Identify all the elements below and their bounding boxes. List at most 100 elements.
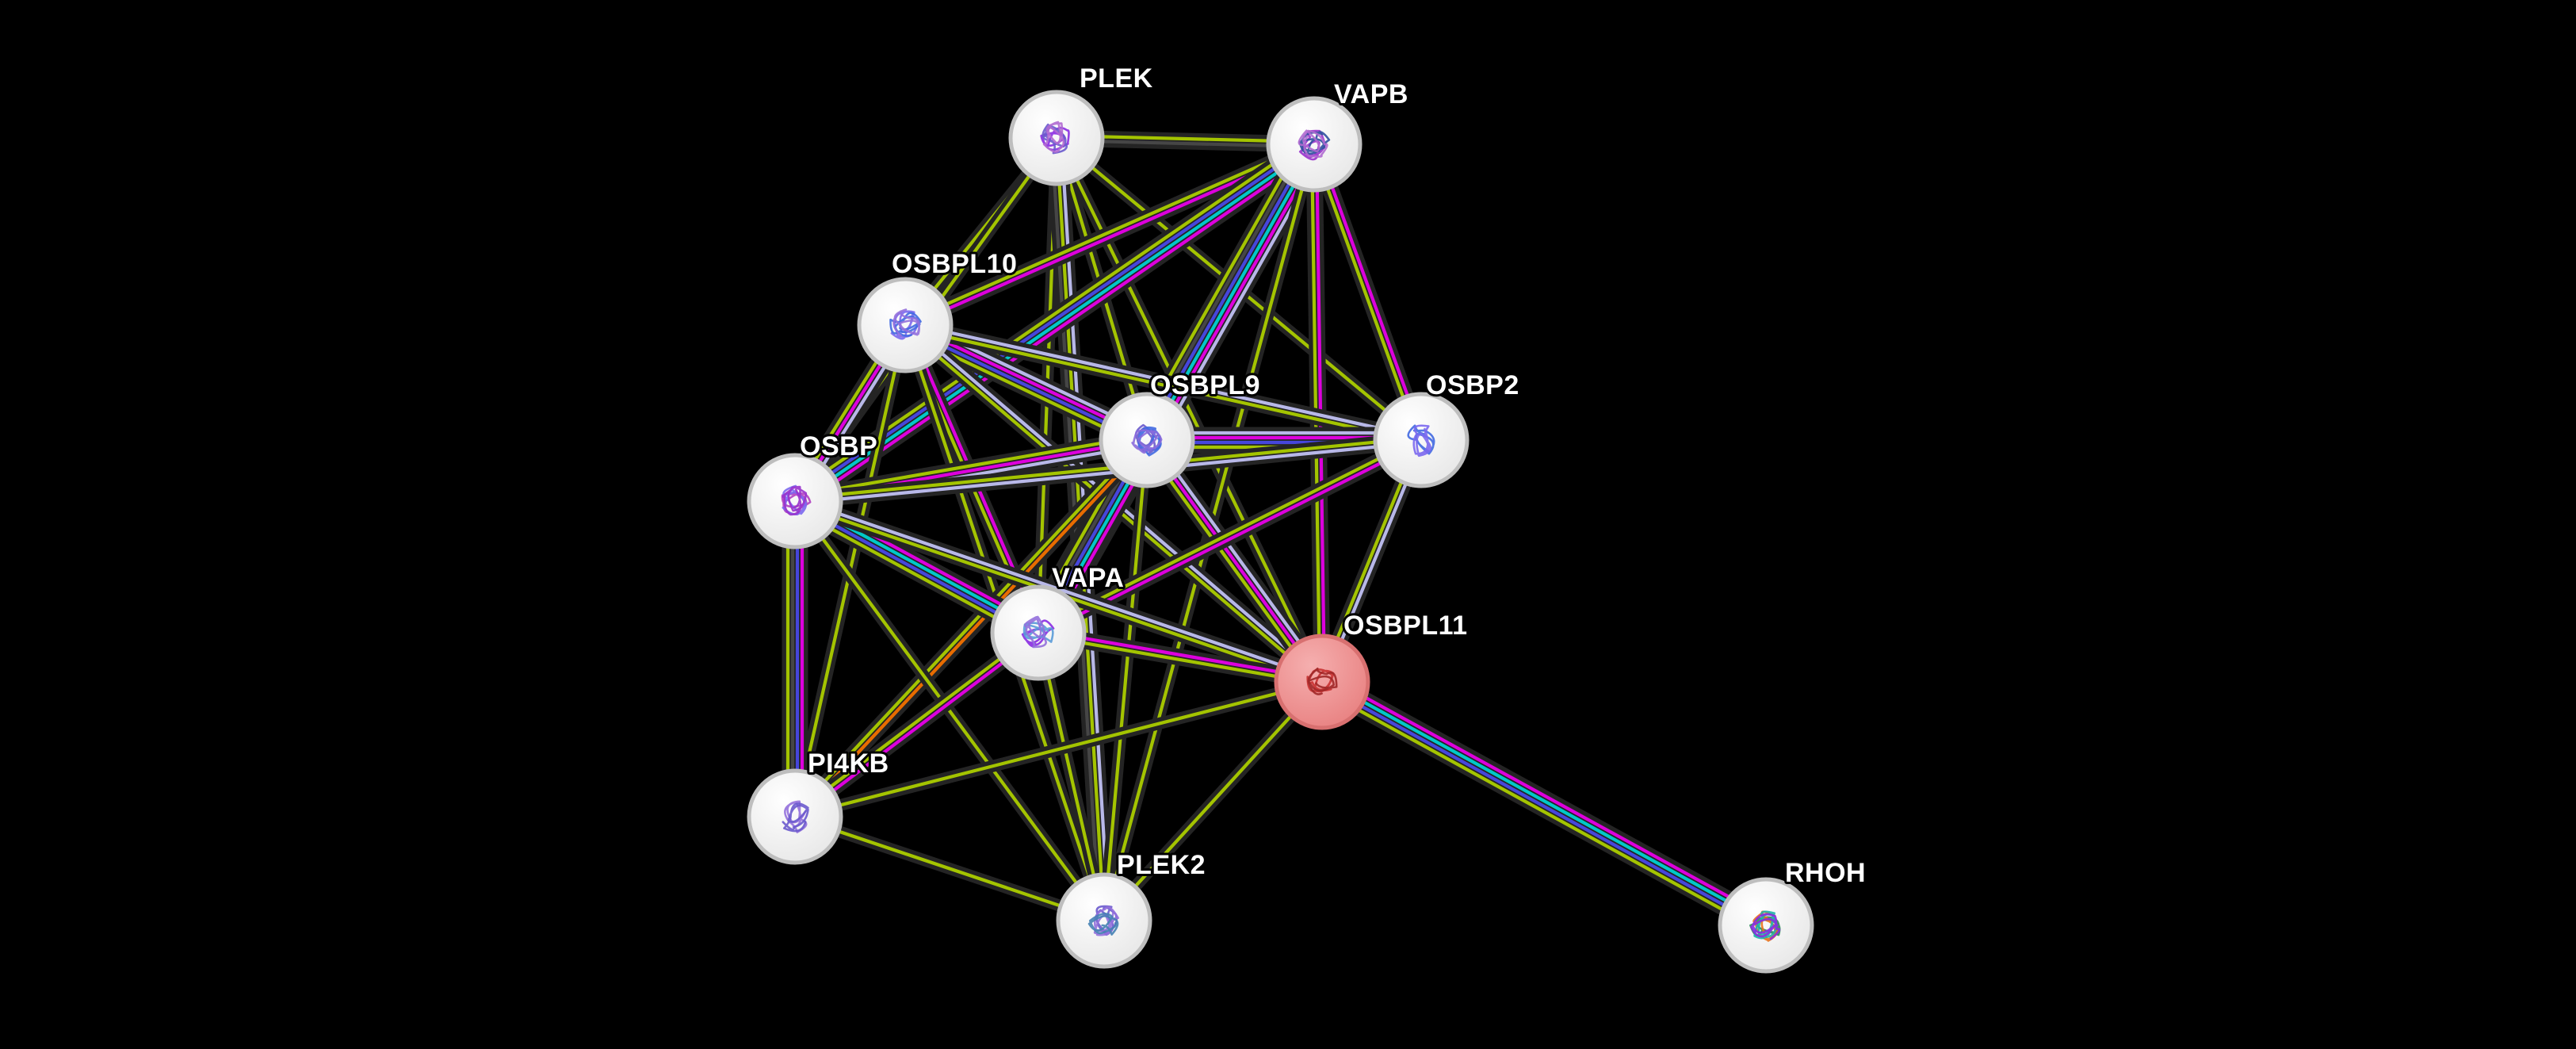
node-OSBPL11[interactable] (1274, 634, 1370, 730)
protein-structure-thumbnail (781, 492, 812, 515)
protein-structure-thumbnail (1131, 429, 1163, 454)
protein-structure-thumbnail (1412, 424, 1432, 458)
edge-channel-textmining (1141, 441, 1320, 687)
edge-VAPA-PI4KB[interactable] (786, 624, 1047, 825)
edge-channel-textmining (792, 433, 1148, 499)
edge-channel-homology (793, 497, 1325, 682)
edge-PI4KB-PLEK2[interactable] (789, 810, 1110, 927)
edge-channel-experiments (1324, 674, 1771, 921)
edge-channel-homology (793, 440, 1424, 506)
node-circle-PI4KB (747, 768, 843, 865)
edge-channel-textmining (1317, 686, 1764, 933)
node-circle-RHOH (1718, 877, 1814, 974)
edge-VAPB-OSBP2[interactable] (1305, 136, 1430, 449)
edge-channel-textmining (793, 435, 1423, 501)
node-label-PLEK: PLEK (1080, 63, 1153, 94)
node-label-VAPA: VAPA (1052, 563, 1124, 593)
node-OSBPL10[interactable] (857, 277, 954, 373)
nodes-layer (747, 90, 1814, 974)
edge-channel-textmining (1102, 680, 1324, 923)
node-label-VAPB: VAPB (1334, 79, 1408, 109)
protein-structure-thumbnail (1307, 668, 1338, 695)
node-label-OSBPL10: OSBPL10 (892, 249, 1017, 279)
edge-channel-databases (1321, 678, 1769, 925)
node-label-OSBP: OSBP (800, 431, 877, 461)
edge-channel-homology (904, 320, 1424, 440)
edge-backing (786, 431, 1156, 825)
node-circle-OSBPL9 (1099, 392, 1195, 488)
edge-OSBPL11-PI4KB[interactable] (789, 676, 1328, 823)
node-circle-PLEK2 (1056, 872, 1152, 969)
edge-channel-fusion (795, 439, 1151, 821)
protein-structure-thumbnail (892, 308, 920, 337)
edge-backing (1030, 624, 1331, 691)
edge-channel-experiments (797, 148, 1320, 509)
node-label-PLEK2: PLEK2 (1117, 850, 1206, 880)
edge-channel-textmining (793, 499, 1106, 923)
protein-structure-thumbnail (1042, 121, 1065, 153)
edge-OSBPL10-OSBP2[interactable] (896, 316, 1430, 449)
node-PLEK2[interactable] (1056, 872, 1152, 969)
node-label-OSBPL9: OSBPL9 (1150, 370, 1260, 400)
node-VAPA[interactable] (990, 584, 1087, 681)
node-circle-OSBPL10 (857, 277, 954, 373)
edge-channel-textmining (903, 325, 1423, 445)
edge-OSBP-PI4KB[interactable] (782, 488, 808, 830)
edge-channel-textmining (793, 680, 1324, 819)
protein-structure-thumbnail (782, 802, 809, 833)
edge-channel-textmining (1036, 633, 1324, 687)
edge-channel-coexpression (1049, 136, 1102, 923)
protein-structure-thumbnail (1750, 913, 1781, 940)
edge-channel-textmining (902, 140, 1315, 325)
edge-channel-experiments (794, 633, 1041, 821)
node-PLEK[interactable] (1008, 90, 1105, 186)
node-OSBPL9[interactable] (1099, 392, 1195, 488)
edge-channel-textmining (1310, 143, 1421, 443)
edge-backing (1309, 668, 1779, 939)
node-circle-VAPB (1266, 96, 1363, 193)
node-circle-OSBP (747, 453, 843, 549)
edge-VAPA-OSBPL11[interactable] (1030, 624, 1331, 691)
edge-OSBP2-OSBP[interactable] (786, 431, 1430, 510)
edge-channel-textmining (1036, 630, 1106, 923)
edge-backing (896, 316, 1430, 449)
node-OSBP2[interactable] (1373, 392, 1470, 488)
edge-OSBPL9-PI4KB[interactable] (786, 431, 1156, 825)
node-VAPB[interactable] (1266, 96, 1363, 193)
edge-channel-textmining (792, 629, 1039, 817)
protein-structure-thumbnail (1087, 913, 1119, 936)
edge-channel-experiments (1145, 438, 1324, 684)
node-circle-PLEK (1008, 90, 1105, 186)
edge-PLEK-OSBPL11[interactable] (1050, 132, 1328, 688)
protein-structure-thumbnail (782, 485, 808, 516)
node-label-OSBPL11: OSBPL11 (1343, 611, 1468, 641)
protein-structure-thumbnail (1298, 129, 1328, 158)
edge-VAPA-PLEK2[interactable] (1032, 626, 1110, 927)
edge-OSBP-PLEK2[interactable] (789, 495, 1110, 927)
node-PI4KB[interactable] (747, 768, 843, 865)
edge-OSBPL9-PLEK2[interactable] (1098, 434, 1153, 927)
edge-channel-experiments (1314, 141, 1425, 442)
node-circle-VAPA (990, 584, 1087, 681)
edge-OSBPL9-OSBPL11[interactable] (1136, 429, 1333, 693)
edge-channel-textmining (1102, 438, 1149, 923)
node-circle-OSBP2 (1373, 392, 1470, 488)
edge-channel-experiments (1037, 628, 1324, 682)
edge-OSBPL11-RHOH[interactable] (1309, 668, 1779, 939)
edge-backing (896, 136, 1323, 334)
edge-channel-homology (1148, 435, 1328, 681)
edge-channel-textmining (791, 436, 1147, 817)
protein-structure-thumbnail (889, 312, 922, 337)
edge-channel-cooccurrence (1319, 682, 1767, 929)
node-OSBP[interactable] (747, 453, 843, 549)
edge-backing (1305, 136, 1430, 449)
node-label-OSBP2: OSBP2 (1426, 370, 1519, 400)
edge-backing (786, 624, 1047, 825)
node-label-PI4KB: PI4KB (808, 748, 889, 779)
edge-channel-textmining (793, 814, 1106, 923)
node-RHOH[interactable] (1718, 877, 1814, 974)
edge-OSBPL11-PLEK2[interactable] (1098, 676, 1328, 927)
